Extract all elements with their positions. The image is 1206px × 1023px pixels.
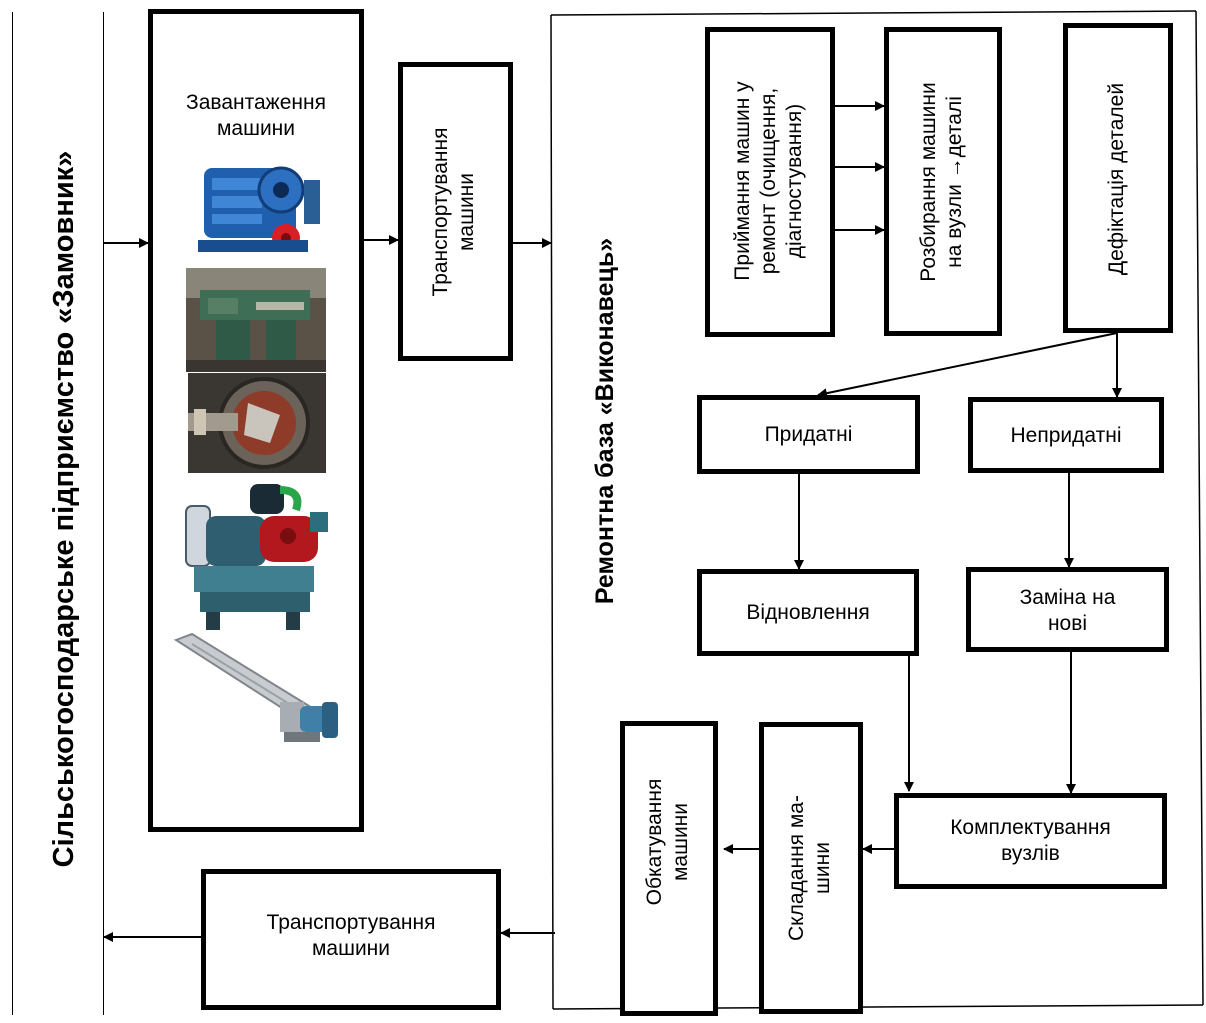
complect-line2: вузлів — [1001, 842, 1060, 865]
runin-label: Обкатування машини — [642, 692, 696, 992]
engine-photo — [186, 150, 336, 262]
transport-out-line2: машини — [311, 937, 391, 960]
accept-label: Приймання машин у ремонт (очищення, діаг… — [730, 31, 810, 331]
disassembly-line2: на вузли →деталі — [943, 96, 966, 268]
complect-label: Комплектування вузлів — [894, 815, 1167, 867]
disassembly-box — [884, 27, 1002, 336]
defect-line1: Дефіктація деталей — [1105, 82, 1128, 276]
suitable-box — [697, 395, 920, 474]
disassembly-line1: Розбирання машини — [917, 82, 940, 282]
complect-box — [894, 793, 1167, 889]
suitable-label: Придатні — [764, 423, 853, 446]
runin-line1: Обкатування — [643, 778, 666, 906]
transport-out-line1: Транспортування — [266, 911, 436, 934]
arrow-defect-to-suitable — [817, 332, 1118, 399]
runin-line2: машини — [669, 802, 692, 882]
replace-line2: нові — [1047, 612, 1088, 635]
defect-box — [1063, 23, 1173, 333]
loading-title: Завантаження машини — [150, 90, 362, 142]
unsuitable-label: Непридатні — [1010, 424, 1122, 447]
restoration-label: Відновлення — [746, 601, 870, 624]
assembly-line1: Складання ма- — [785, 795, 808, 941]
transport-in-label: Транспортування машини — [428, 62, 482, 362]
auger-conveyor-photo — [172, 630, 342, 756]
transport-in-line2: машини — [455, 172, 478, 252]
transport-in-box — [398, 62, 513, 361]
accept-line2: ремонт (очищення, — [757, 87, 780, 275]
disassembly-label: Розбирання машини на вузли →деталі — [916, 32, 970, 332]
assembly-label: Складання ма- шини — [784, 718, 838, 1018]
transport-in-line1: Транспортування — [429, 127, 452, 297]
lathe-photo — [186, 268, 326, 372]
transport-out-label: Транспортування машини — [201, 910, 501, 962]
accept-line1: Приймання машин у — [731, 81, 754, 281]
defect-label: Дефіктація деталей — [1104, 29, 1132, 329]
accept-line3: діагностування) — [783, 103, 806, 259]
accept-box — [705, 27, 835, 337]
compressor-photo — [176, 476, 332, 636]
assembly-box — [759, 722, 863, 1014]
loading-title-line2: машини — [216, 117, 296, 140]
customer-title: Сільськогосподарське підприємство «Замов… — [48, 150, 80, 868]
unsuitable-box — [968, 397, 1164, 473]
replace-line1: Заміна на — [1019, 586, 1116, 609]
transport-out-box — [201, 869, 501, 1010]
restoration-box — [697, 569, 919, 656]
complect-line1: Комплектування — [950, 816, 1111, 839]
assembly-line2: шини — [811, 842, 834, 894]
runin-box — [620, 721, 718, 1016]
loading-title-line1: Завантаження — [186, 91, 326, 114]
rotary-machine-photo — [188, 373, 326, 473]
repair-base-title: Ремонтна база «Виконавець» — [591, 237, 619, 605]
replace-label: Заміна на нові — [966, 585, 1169, 637]
customer-box — [12, 12, 104, 1015]
replace-box — [966, 567, 1169, 652]
